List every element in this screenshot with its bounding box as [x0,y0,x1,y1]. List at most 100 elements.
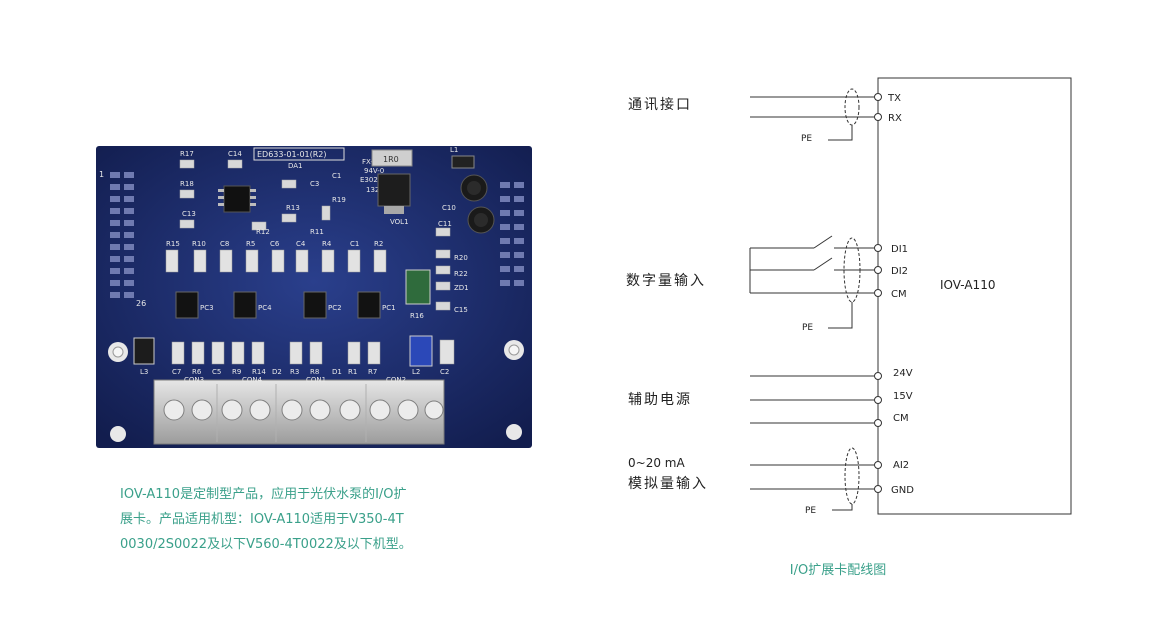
silk-top-c1: C1 [332,172,341,180]
description-line-1: IOV-A110是定制型产品，应用于光伏水泵的I/O扩 [120,487,407,502]
silk-top-r11: R11 [310,228,324,236]
silk-mid-r2: R2 [374,240,383,248]
silk-bottom-c5: C5 [212,368,221,376]
silk-pc-pc3: PC3 [200,304,214,312]
diagram-caption: I/O扩展卡配线图 [789,563,887,578]
shield-ellipse-comm [844,88,860,126]
silk-top-r13: R13 [286,204,300,212]
regulator-chip [377,173,411,207]
silk-bottom-c7: C7 [172,368,181,376]
analog-input-label: 模拟量输入 [628,476,708,492]
vol-silkscreen: VOL1 [390,218,409,226]
description-line-2: 展卡。产品适用机型：IOV-A110适用于V350-4T [120,512,404,527]
l3-inductor [133,337,155,365]
bottom-row-components [171,339,455,365]
silk-top-r22: R22 [454,270,468,278]
top-smd-components [179,159,451,311]
shield-ellipse-digital [843,237,861,303]
silk-bottom-r9: R9 [232,368,241,376]
r21-resistor [371,149,413,167]
terminal-24v: 24V [893,368,913,379]
digital-input-label: 数字量输入 [626,273,706,289]
terminal-cm-power: CM [893,413,909,424]
silk-top-r17: R17 [180,150,194,158]
silk-bottom-d2: D2 [272,368,282,376]
silk-top-r19: R19 [332,196,346,204]
silk-bottom-d1: D1 [332,368,342,376]
terminal-circles [874,93,882,493]
silk-mid-c1: C1 [350,240,359,248]
silk-mid-r10: R10 [192,240,206,248]
device-name: IOV-A110 [940,278,995,292]
expansion-card-photo: 1 26 ED633-01-01(R2) FX-1 94V-0 E302852 … [96,146,532,448]
silk-top-c14: C14 [228,150,242,158]
terminal-screws [163,399,444,421]
silk-top-da1: DA1 [288,162,303,170]
silk-top-c3: C3 [310,180,319,188]
ic1-chip [223,185,251,213]
silk-pc-pc4: PC4 [258,304,272,312]
mid-row-components [165,249,387,273]
mounting-hole-bottom-right [506,424,522,440]
silk-top-c11: C11 [438,220,452,228]
silk-mid-c4: C4 [296,240,306,248]
comm-interface-label: 通讯接口 [628,96,692,113]
silk-bottom-c2: C2 [440,368,449,376]
ul-silkscreen: 94V-0 [364,167,384,175]
pe-label-digital: PE [802,323,813,333]
shield-ellipse-analog [844,447,860,505]
silk-con-con1: CON1 [306,376,326,384]
silk-bottom-r1: R1 [348,368,357,376]
silk-mid-c8: C8 [220,240,229,248]
silk-mid-r4: R4 [322,240,332,248]
left-pin-header [110,172,134,298]
silk-top-r12: R12 [256,228,270,236]
fx-silkscreen: FX-1 [362,158,377,166]
mounting-hole-bottom-left [110,426,126,442]
silk-bottom-l3: L3 [140,368,148,376]
analog-range-label: 0~20 mA [628,456,685,470]
right-pin-header [500,182,524,286]
silk-top-l1: L1 [450,146,458,154]
terminal-15v: 15V [893,391,913,402]
silk-con-con3: CON3 [184,376,204,384]
silk-con-con4: CON4 [242,376,263,384]
aux-power-label: 辅助电源 [628,392,692,408]
pin-1-label: 1 [99,170,104,179]
silk-bottom-r8: R8 [310,368,319,376]
l2-inductor [409,335,433,367]
pe-label-analog: PE [805,506,816,516]
terminal-di2: DI2 [891,266,908,277]
code-silkscreen: E302852 [360,176,391,184]
silk-top-r16: R16 [410,312,424,320]
r21-value: 1R0 [383,155,399,164]
silk-bottom-l2: L2 [412,368,420,376]
silk-top-c13: C13 [182,210,196,218]
device-box [877,77,1072,515]
silk-mid-r5: R5 [246,240,255,248]
silk-top-c10: C10 [442,204,456,212]
silk-bottom-r14: R14 [252,368,266,376]
part-number-silkscreen: ED633-01-01(R2) [257,150,327,159]
optocouplers [175,291,381,319]
silk-mid-r15: R15 [166,240,180,248]
silk-top-c15: C15 [454,306,468,314]
terminal-cm-digital: CM [891,289,907,300]
silk-top-zd1: ZD1 [454,284,469,292]
silk-bottom-r3: R3 [290,368,299,376]
silk-bottom-r6: R6 [192,368,202,376]
silk-mid-c6: C6 [270,240,280,248]
silk-top-r20: R20 [454,254,468,262]
terminal-di1: DI1 [891,244,908,255]
terminal-tx: TX [887,93,901,104]
terminal-ai2: AI2 [893,460,909,471]
silk-bottom-r7: R7 [368,368,377,376]
terminal-rx: RX [888,113,902,124]
silk-pc-pc2: PC2 [328,304,342,312]
pe-label-comm: PE [801,134,812,144]
description-line-3: 0030/2S0022及以下V560-4T0022及以下机型。 [120,537,412,552]
terminal-gnd: GND [891,485,914,496]
wiring-diagram: 通讯接口 数字量输入 辅助电源 0~20 mA 模拟量输入 TX RX DI1 … [626,77,1072,516]
date-silkscreen: 1323 [366,186,384,194]
silk-top-r18: R18 [180,180,194,188]
